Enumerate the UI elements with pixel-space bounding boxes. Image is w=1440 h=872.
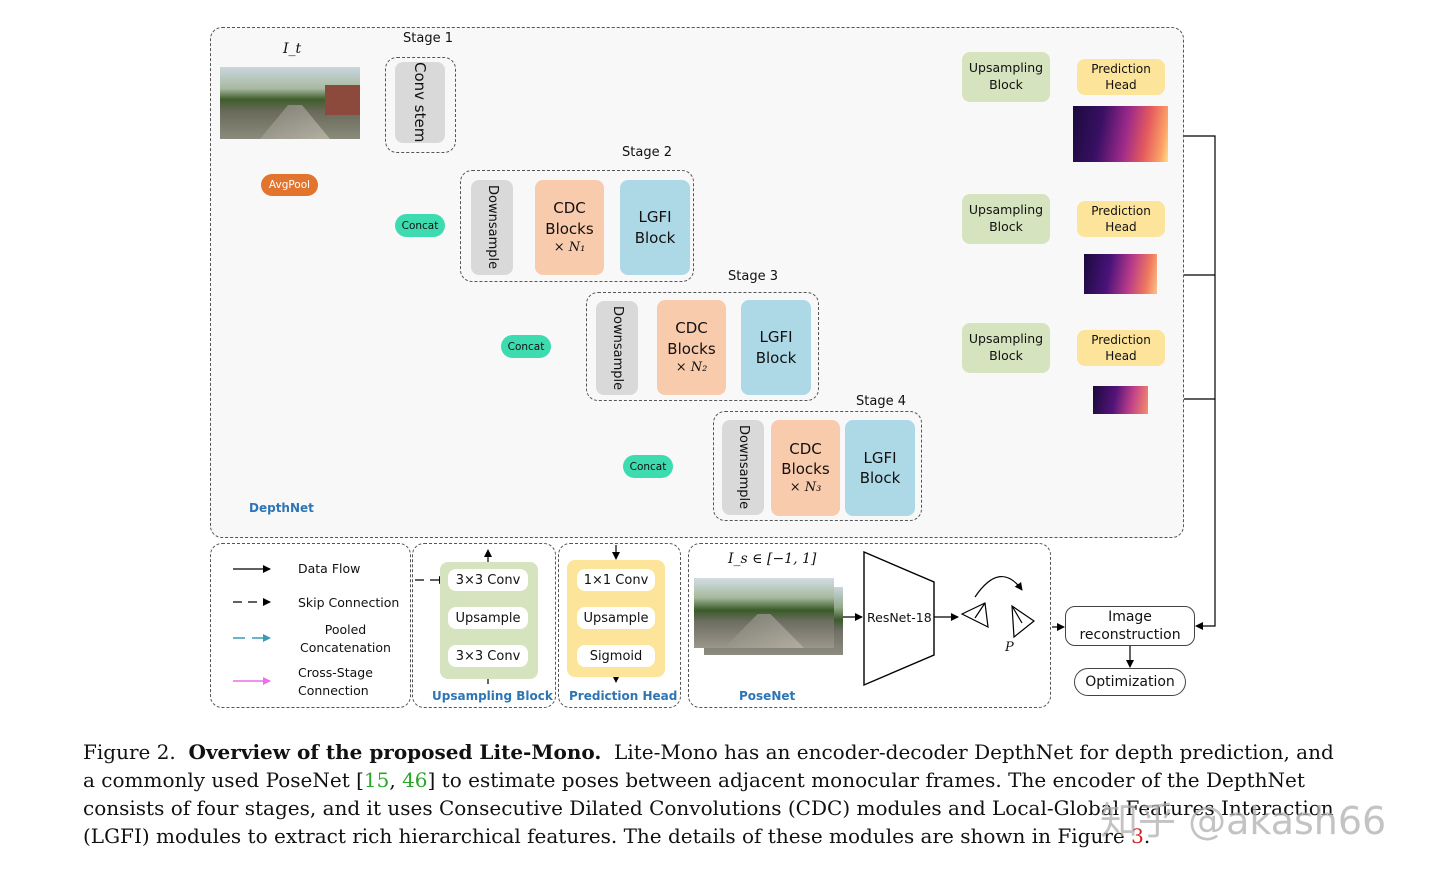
caption-body-2: ] to estimate poses between adjacent mon… bbox=[83, 768, 1334, 848]
watermark: 知乎 @akash66 bbox=[1100, 799, 1387, 843]
cdc-count: × N₃ bbox=[789, 480, 822, 496]
cdc-count: × N₁ bbox=[553, 239, 586, 255]
pose-label: P bbox=[1005, 640, 1014, 655]
depthnet-panel bbox=[210, 27, 1184, 538]
upsampling-conv-top: 3×3 Conv bbox=[448, 569, 528, 591]
posenet-frame-front bbox=[694, 578, 834, 648]
caption-body-3: . bbox=[1143, 824, 1151, 848]
cdc-label: CDC Blocks bbox=[545, 199, 594, 238]
concat-node-2: Concat bbox=[501, 335, 551, 358]
downsample-block-3: Downsample bbox=[596, 301, 638, 395]
prediction-head-2: Prediction Head bbox=[1077, 201, 1165, 237]
prediction-conv: 1×1 Conv bbox=[577, 569, 655, 591]
lgfi-block-2: LGFI Block bbox=[620, 180, 690, 275]
legend-cross-stage: Cross-Stage Connection bbox=[298, 665, 373, 698]
posenet-panel bbox=[688, 543, 1051, 708]
legend-panel bbox=[210, 543, 411, 708]
stage3-box bbox=[586, 292, 819, 401]
posenet-backbone: ResNet-18 bbox=[867, 610, 932, 625]
lgfi-block-4: LGFI Block bbox=[845, 420, 915, 516]
stage4-box bbox=[713, 411, 922, 521]
stage2-title: Stage 2 bbox=[622, 145, 672, 160]
cdc-blocks-3: CDC Blocks × N₂ bbox=[657, 300, 726, 395]
cdc-blocks-2: CDC Blocks × N₁ bbox=[535, 180, 604, 275]
caption-citation-2[interactable]: 46 bbox=[402, 768, 428, 792]
concat-node-1: Concat bbox=[395, 214, 445, 237]
lgfi-block-3: LGFI Block bbox=[741, 300, 811, 395]
input-road-image bbox=[220, 67, 360, 139]
upsampling-detail-panel bbox=[412, 543, 556, 708]
posenet-title: PoseNet bbox=[739, 689, 796, 703]
avgpool-node: AvgPool bbox=[261, 174, 318, 196]
depth-map-quarter bbox=[1093, 386, 1148, 414]
cdc-label: CDC Blocks bbox=[781, 439, 830, 479]
concat-node-3: Concat bbox=[623, 455, 673, 478]
input-frame-label: I_t bbox=[283, 41, 302, 57]
prediction-head-1: Prediction Head bbox=[1077, 59, 1165, 95]
upsampling-block-3: Upsampling Block bbox=[962, 323, 1050, 373]
optimization-label: Optimization bbox=[1085, 674, 1175, 690]
caption-body-1: Lite-Mono has an encoder-decoder DepthNe… bbox=[83, 740, 1334, 792]
stage1-title: Stage 1 bbox=[403, 31, 453, 46]
legend-skip-connection: Skip Connection bbox=[298, 595, 400, 610]
stage3-title: Stage 3 bbox=[728, 269, 778, 284]
downsample-block-2: Downsample bbox=[471, 180, 513, 275]
stage2-box bbox=[460, 170, 694, 282]
legend-data-flow: Data Flow bbox=[298, 561, 361, 576]
upsampling-detail-title: Upsampling Block bbox=[432, 689, 553, 703]
legend-pooled-concat: Pooled Concatenation bbox=[300, 622, 391, 655]
upsampling-conv-bottom: 3×3 Conv bbox=[448, 645, 528, 667]
depth-map-half bbox=[1084, 254, 1157, 294]
optimization-box: Optimization bbox=[1074, 668, 1186, 696]
image-reconstruction-label: Image reconstruction bbox=[1079, 608, 1181, 643]
upsampling-upsample: Upsample bbox=[448, 607, 528, 629]
caption-figure-reference[interactable]: 3 bbox=[1131, 824, 1144, 848]
prediction-upsample: Upsample bbox=[577, 607, 655, 629]
prediction-detail-title: Prediction Head bbox=[569, 689, 678, 703]
cdc-blocks-4: CDC Blocks × N₃ bbox=[771, 420, 840, 516]
cdc-label: CDC Blocks bbox=[667, 319, 716, 358]
figure-caption: Figure 2. Overview of the proposed Lite-… bbox=[83, 738, 1348, 850]
cdc-count: × N₂ bbox=[675, 359, 708, 375]
prediction-detail-panel bbox=[558, 543, 681, 708]
prediction-head-3: Prediction Head bbox=[1077, 330, 1165, 366]
caption-citation-1[interactable]: 15 bbox=[363, 768, 390, 792]
stage1-box bbox=[385, 57, 456, 153]
image-reconstruction-box: Image reconstruction bbox=[1065, 606, 1195, 646]
downsample-block-4: Downsample bbox=[722, 420, 764, 515]
stage4-title: Stage 4 bbox=[856, 394, 906, 409]
posenet-input-label: I_s ∈ [−1, 1] bbox=[728, 551, 817, 567]
depth-map-full bbox=[1073, 106, 1168, 162]
prediction-sigmoid: Sigmoid bbox=[577, 645, 655, 667]
upsampling-block-1: Upsampling Block bbox=[962, 52, 1050, 102]
conv-stem-block: Conv stem bbox=[395, 62, 445, 143]
caption-title: Overview of the proposed Lite-Mono. bbox=[188, 740, 602, 764]
caption-citation-separator: , bbox=[389, 768, 403, 792]
depthnet-label: DepthNet bbox=[249, 501, 314, 515]
caption-figure-label: Figure 2. bbox=[83, 740, 176, 764]
upsampling-block-2: Upsampling Block bbox=[962, 194, 1050, 244]
